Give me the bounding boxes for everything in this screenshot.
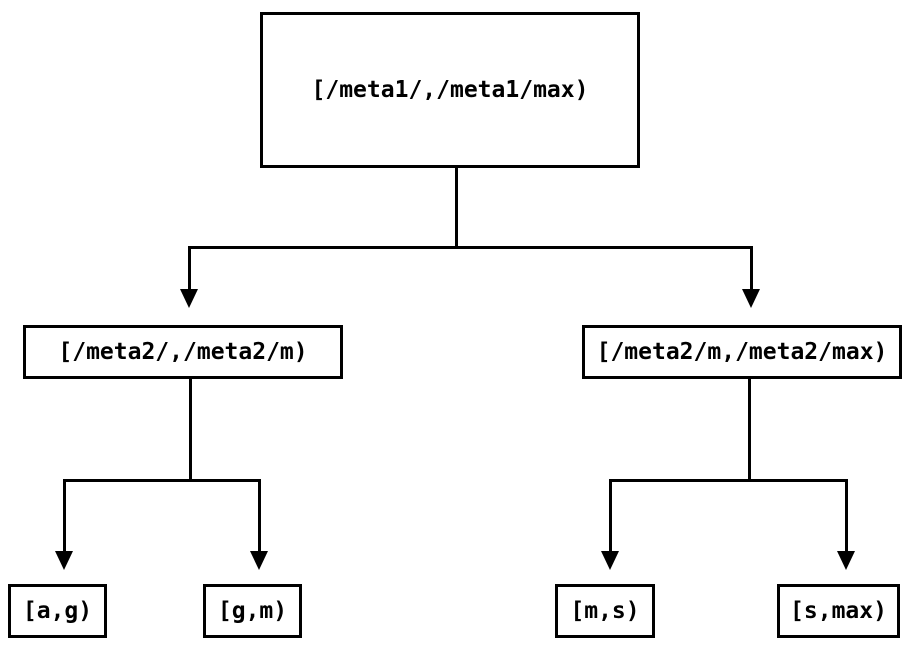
node-leaf-gm: [g,m) bbox=[203, 584, 302, 638]
node-left-child-label: [/meta2/,/meta2/m) bbox=[58, 339, 308, 365]
node-root: [/meta1/,/meta1/max) bbox=[260, 12, 640, 168]
node-root-label: [/meta1/,/meta1/max) bbox=[311, 77, 589, 103]
node-leaf-gm-label: [g,m) bbox=[217, 598, 288, 624]
connector-right-stem bbox=[748, 379, 751, 479]
node-right-child-label: [/meta2/m,/meta2/max) bbox=[596, 339, 888, 365]
node-left-child: [/meta2/,/meta2/m) bbox=[23, 325, 343, 379]
arrowhead-down-icon bbox=[601, 551, 619, 570]
connector-root-to-right-drop bbox=[750, 246, 753, 289]
arrowhead-down-icon bbox=[742, 289, 760, 308]
connector-left-to-leaf-ag-drop bbox=[63, 479, 66, 551]
connector-right-rail bbox=[609, 479, 848, 482]
node-leaf-ag-label: [a,g) bbox=[22, 598, 93, 624]
connector-left-stem bbox=[189, 379, 192, 479]
arrowhead-down-icon bbox=[250, 551, 268, 570]
arrowhead-down-icon bbox=[837, 551, 855, 570]
node-leaf-smax: [s,max) bbox=[777, 584, 900, 638]
node-leaf-ag: [a,g) bbox=[8, 584, 107, 638]
arrowhead-down-icon bbox=[55, 551, 73, 570]
connector-root-to-left-drop bbox=[188, 246, 191, 289]
connector-root-stem bbox=[455, 168, 458, 247]
connector-right-to-leaf-ms-drop bbox=[609, 479, 612, 551]
connector-level1-rail bbox=[188, 246, 753, 249]
connector-left-to-leaf-gm-drop bbox=[258, 479, 261, 551]
node-right-child: [/meta2/m,/meta2/max) bbox=[582, 325, 902, 379]
node-leaf-ms-label: [m,s) bbox=[570, 598, 640, 624]
connector-left-rail bbox=[63, 479, 261, 482]
connector-right-to-leaf-smax-drop bbox=[845, 479, 848, 551]
arrowhead-down-icon bbox=[180, 289, 198, 308]
node-leaf-ms: [m,s) bbox=[555, 584, 655, 638]
node-leaf-smax-label: [s,max) bbox=[790, 598, 887, 624]
